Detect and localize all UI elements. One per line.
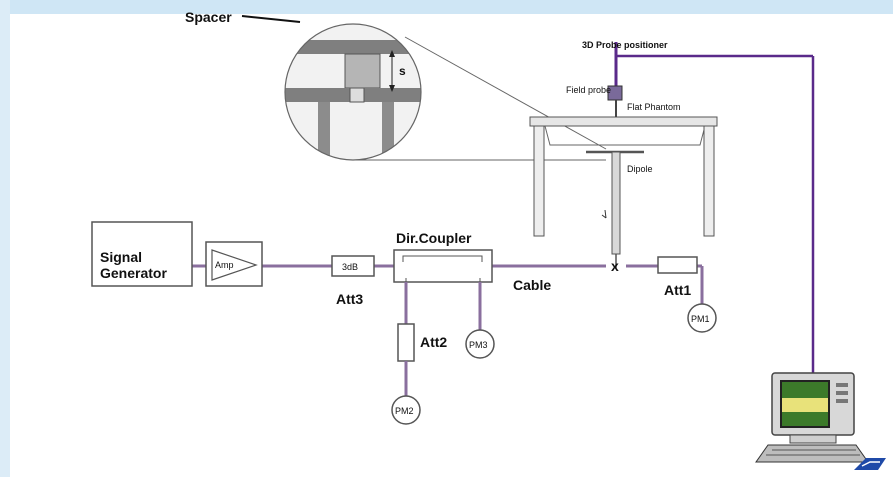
flat-phantom-table [529,116,718,237]
x-mark: x [611,258,619,274]
computer-icon [755,372,869,463]
pm2-label: PM2 [395,406,414,416]
spacer-label: Spacer [185,9,232,25]
spacer-arrow [241,15,301,23]
directional-coupler [393,249,493,283]
att3-db-label: 3dB [342,262,358,272]
watermark-band [0,0,893,14]
pm3-label: PM3 [469,340,488,350]
att3-label: Att3 [336,291,363,307]
signal-generator-label-line1: Signal [100,249,142,265]
att1-label: Att1 [664,282,691,298]
pm3-branch [465,282,495,359]
signal-generator-box [91,221,193,287]
att1-branch [657,256,717,333]
att2-label: Att2 [420,334,447,350]
att3-box [331,255,375,277]
probe-positioner [607,42,815,375]
cable-label: Cable [513,277,551,293]
probe-positioner-label: 3D Probe positioner [582,40,668,50]
projection-line-top [404,36,607,150]
corner-logo-icon [854,458,886,470]
amp-label: Amp [215,260,234,270]
dir-coupler-label: Dir.Coupler [396,230,472,246]
dipole-label: Dipole [627,164,653,174]
amplifier [205,241,263,287]
dipole [586,150,644,268]
s-label: s [399,64,406,78]
flat-phantom-label: Flat Phantom [627,102,681,112]
att2-branch [391,282,421,425]
left-watermark-strip [0,0,10,477]
magnified-spacer-view [284,23,422,161]
signal-generator-label-line2: Generator [100,265,167,281]
pm1-label: PM1 [691,314,710,324]
field-probe-label: Field probe [566,85,611,95]
